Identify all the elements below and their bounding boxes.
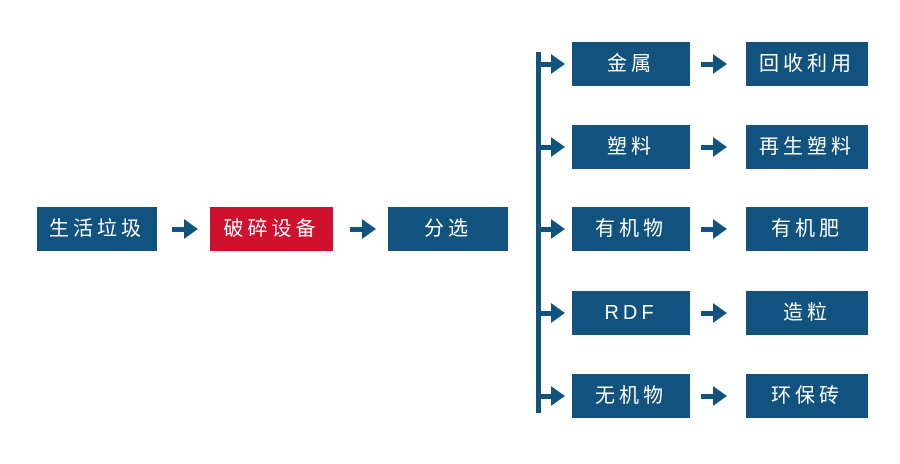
arrow-right-icon <box>539 217 567 241</box>
arrow-right-icon <box>539 135 567 159</box>
arrow-right-icon <box>701 52 729 76</box>
flow-node-household-waste: 生活垃圾 <box>37 207 157 251</box>
arrow-right-icon <box>172 217 200 241</box>
arrow-right-icon <box>701 301 729 325</box>
flow-node-sorting: 分选 <box>388 207 508 251</box>
arrow-right-icon <box>539 52 567 76</box>
flow-node-inorganic-matter: 无机物 <box>572 374 690 418</box>
branch-trunk-line <box>536 52 541 413</box>
flow-node-eco-brick: 环保砖 <box>746 374 868 418</box>
arrow-right-icon <box>539 384 567 408</box>
arrow-right-icon <box>539 301 567 325</box>
arrow-right-icon <box>701 135 729 159</box>
flow-node-crushing-equipment: 破碎设备 <box>210 207 333 251</box>
flow-node-recycled-plastic: 再生塑料 <box>746 125 868 169</box>
flow-node-organic-matter: 有机物 <box>572 207 690 251</box>
flow-node-plastic: 塑料 <box>572 125 690 169</box>
arrow-right-icon <box>350 217 378 241</box>
flow-node-recycling: 回收利用 <box>746 42 868 86</box>
flow-node-rdf: RDF <box>572 291 690 335</box>
flow-node-granulation: 造粒 <box>746 291 868 335</box>
arrow-right-icon <box>701 217 729 241</box>
flow-node-metal: 金属 <box>572 42 690 86</box>
flow-node-organic-fertilizer: 有机肥 <box>746 207 868 251</box>
arrow-right-icon <box>701 384 729 408</box>
